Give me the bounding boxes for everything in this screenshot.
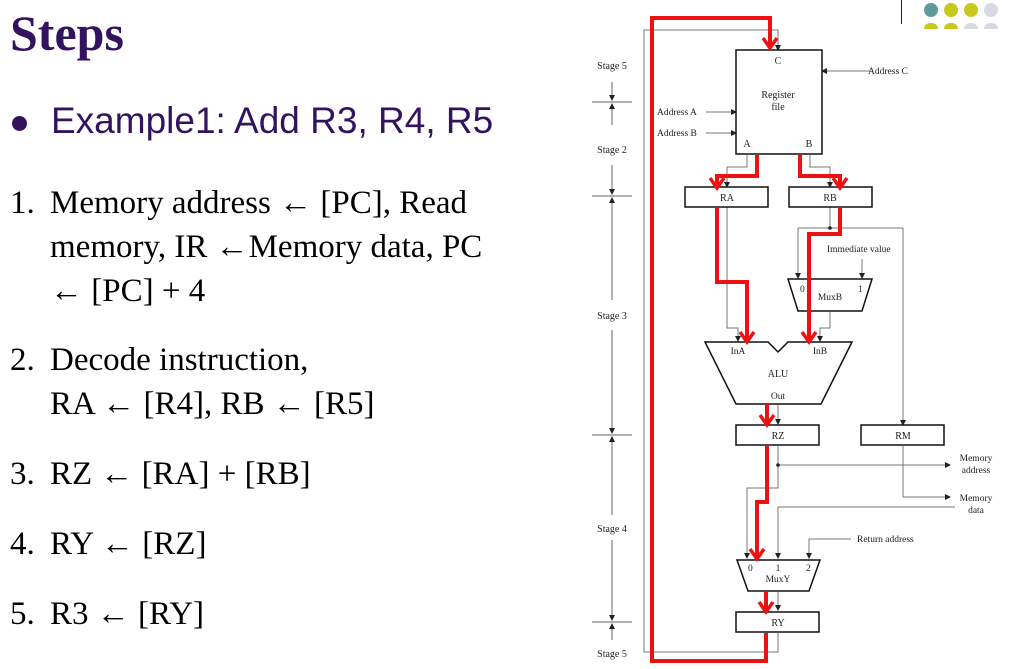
- step-1: 1. Memory address ← [PC], Read memory, I…: [10, 181, 482, 313]
- highlight-path: [650, 16, 842, 663]
- alu: [703, 341, 854, 405]
- alu-out-label: Out: [771, 392, 786, 402]
- step-4: 4. RY ← [RZ]: [10, 522, 206, 566]
- muxb-in1: 1: [858, 285, 863, 295]
- register-rz: [735, 424, 820, 446]
- muxy-in0: 0: [748, 564, 753, 574]
- address-c-label: Address C: [868, 67, 908, 77]
- rz-label: RZ: [772, 431, 785, 442]
- decor-dot-icon: [924, 3, 938, 17]
- register-rm: [860, 424, 945, 446]
- muxb-in0: 0: [800, 285, 805, 295]
- highlight-arrowheads: [708, 36, 849, 616]
- step-line: RA ← [R4], RB ← [R5]: [50, 386, 375, 422]
- step-line: Memory address ← [PC], Read: [50, 185, 468, 221]
- stage-label: Stage 5: [597, 61, 627, 72]
- ra-label: RA: [720, 193, 735, 204]
- port-c-label: C: [775, 56, 782, 67]
- mux-y: [735, 559, 822, 592]
- step-line: Decode instruction,: [50, 342, 309, 378]
- stage-ruler: [592, 82, 632, 640]
- rm-label: RM: [895, 431, 911, 442]
- slide-title: Steps: [10, 5, 124, 61]
- immediate-label: Immediate value: [827, 245, 891, 255]
- register-ry: [735, 611, 820, 633]
- rb-label: RB: [823, 193, 837, 204]
- memory-address-label: address: [962, 466, 991, 476]
- decor-dot-icon: [964, 23, 978, 29]
- example-bullet: Example1: Add R3, R4, R5: [12, 100, 493, 142]
- step-number: 3.: [10, 456, 35, 492]
- decor-dot-icon: [944, 3, 958, 17]
- alu-label: ALU: [768, 369, 789, 380]
- step-line: memory, IR ←Memory data, PC: [50, 229, 483, 265]
- memory-data-label: data: [968, 506, 985, 516]
- stage-label: Stage 5: [597, 649, 627, 660]
- decor-dot-icon: [984, 3, 998, 17]
- muxy-in2: 2: [806, 564, 811, 574]
- stage-label: Stage 4: [597, 524, 627, 535]
- decor-dot-icon: [944, 23, 958, 29]
- memory-address-label: Memory: [960, 454, 993, 464]
- step-number: 4.: [10, 526, 35, 562]
- step-number: 5.: [10, 596, 35, 632]
- ry-label: RY: [771, 618, 784, 629]
- muxy-in1: 1: [776, 564, 781, 574]
- register-file-label: Register: [761, 90, 795, 101]
- decor-divider: [901, 0, 902, 24]
- datapath-wires: [643, 29, 955, 653]
- return-address-label: Return address: [857, 535, 914, 545]
- port-b-label: B: [806, 139, 813, 150]
- step-line: RZ ← [RA] + [RB]: [50, 456, 311, 492]
- port-a-label: A: [743, 139, 751, 150]
- muxb-label: MuxB: [818, 293, 842, 303]
- register-file: [735, 49, 823, 155]
- address-a-label: Address A: [657, 108, 697, 118]
- alu-inb-label: InB: [813, 347, 827, 357]
- example-text: Example1: Add R3, R4, R5: [51, 100, 494, 141]
- step-5: 5. R3 ← [RY]: [10, 592, 204, 636]
- address-b-label: Address B: [657, 129, 697, 139]
- stage-label: Stage 3: [597, 311, 627, 322]
- step-line: RY ← [RZ]: [50, 526, 207, 562]
- register-ra: [684, 186, 769, 208]
- step-3: 3. RZ ← [RA] + [RB]: [10, 452, 311, 496]
- bullet-dot-icon: [12, 115, 27, 131]
- decor-dot-icon: [964, 3, 978, 17]
- memory-data-label: Memory: [960, 494, 993, 504]
- stage-label: Stage 2: [597, 145, 627, 156]
- step-number: 1.: [10, 185, 35, 221]
- decor-dot-icon: [924, 23, 938, 29]
- step-line: ← [PC] + 4: [50, 273, 206, 309]
- step-line: R3 ← [RY]: [50, 596, 205, 632]
- decor-dot-icon: [984, 23, 998, 29]
- register-file-label: file: [771, 102, 785, 113]
- step-2: 2. Decode instruction, RA ← [R4], RB ← […: [10, 338, 375, 426]
- register-rb: [788, 186, 873, 208]
- alu-ina-label: InA: [731, 347, 746, 357]
- step-number: 2.: [10, 342, 35, 378]
- muxy-label: MuxY: [766, 575, 791, 585]
